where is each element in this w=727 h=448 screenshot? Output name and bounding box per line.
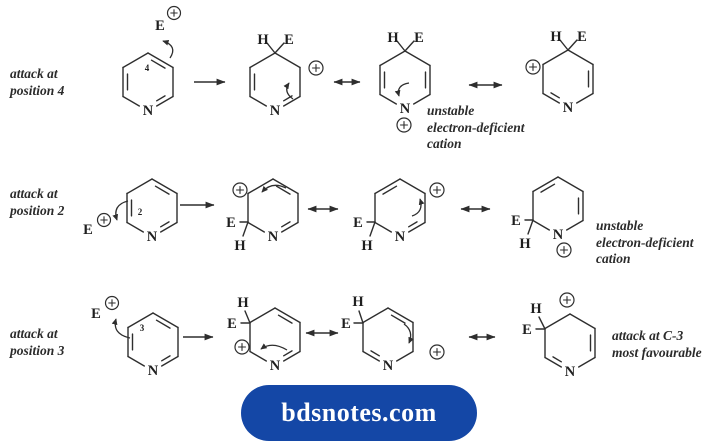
electrophile-label: E [227,316,237,332]
hydrogen-label: H [234,238,246,254]
attack-row-position-2: N 2 E N E H N E H [83,176,584,258]
plus-charge-icon [429,344,445,360]
plus-charge-icon [96,212,112,228]
cation-structure: N E H [226,178,299,254]
electrophile-label: E [83,222,93,238]
plus-charge-icon [429,182,445,198]
electrophile-label: E [577,29,587,45]
hydrogen-label: H [361,238,373,254]
attack-row-position-3: N 3 E N E H N E H [91,292,596,380]
cation-structure: N H E [379,30,431,117]
hydrogen-label: H [387,30,399,46]
hydrogen-label: H [530,301,542,317]
electron-push-arrow [111,318,131,339]
electrophile-label: E [414,30,424,46]
plus-charge-icon [232,182,248,198]
plus-charge-icon [166,5,182,21]
electron-push-arrow [283,82,294,100]
watermark-button[interactable]: bdsnotes.com [241,385,477,441]
electrophile-label: E [91,306,101,322]
electron-push-arrow [260,343,288,351]
cation-structure: N E H [522,301,596,380]
row-caption-position-4: attack at position 4 [10,66,65,98]
electrophile-label: E [511,213,521,229]
nitrogen-label: N [565,364,576,380]
electron-push-arrow [261,184,287,193]
position-2-number: 2 [138,207,143,217]
cation-structure: N E H [341,294,414,374]
hydrogen-label: H [237,295,249,311]
attack-row-position-4: N 4 E N H E N H E [122,5,594,133]
nitrogen-label: N [268,229,279,245]
note-unstable-cation-row1: unstable electron-deficient cation [427,103,525,152]
pyridine-ring: N 4 [122,52,174,119]
cation-structure: N H E [542,29,594,116]
pyridine-ring: N 3 [127,312,179,379]
electron-push-arrow [112,200,129,221]
nitrogen-label: N [147,229,158,245]
plus-charge-icon [396,117,412,133]
electrophile-label: E [155,18,165,34]
cation-structure: N E H [353,178,426,254]
electrophile-label: E [284,32,294,48]
plus-charge-icon [234,339,250,355]
hydrogen-label: H [519,236,531,252]
plus-charge-icon [559,292,575,308]
electrophile-label: E [226,215,236,231]
pyridine-ring: N 2 [126,178,178,245]
plus-charge-icon [104,295,120,311]
nitrogen-label: N [143,103,154,119]
electron-push-arrow [162,40,174,59]
hydrogen-label: H [550,29,562,45]
plus-charge-icon [525,59,541,75]
hydrogen-label: H [257,32,269,48]
plus-charge-icon [308,60,324,76]
cation-structure: N E H [511,176,584,252]
nitrogen-label: N [563,100,574,116]
cation-structure: N H E [249,32,301,119]
nitrogen-label: N [270,103,281,119]
position-4-number: 4 [145,63,150,73]
position-3-number: 3 [140,323,145,333]
hydrogen-label: H [352,294,364,310]
note-most-favourable-row3: attack at C-3 most favourable [612,328,702,360]
plus-charge-icon [556,242,572,258]
note-unstable-cation-row2: unstable electron-deficient cation [596,218,694,267]
watermark-text: bdsnotes.com [281,398,437,427]
nitrogen-label: N [395,229,406,245]
electrophile-label: E [353,215,363,231]
nitrogen-label: N [148,363,159,379]
electrophile-label: E [522,322,532,338]
electron-push-arrow [411,198,425,217]
row-caption-position-2: attack at position 2 [10,186,65,218]
electron-push-arrow [403,323,414,344]
nitrogen-label: N [553,227,564,243]
row-caption-position-3: attack at position 3 [10,326,65,358]
electrophile-label: E [341,316,351,332]
nitrogen-label: N [270,358,281,374]
nitrogen-label: N [383,358,394,374]
electron-push-arrow [394,82,410,97]
cation-structure: N E H [227,295,301,374]
nitrogen-label: N [400,101,411,117]
